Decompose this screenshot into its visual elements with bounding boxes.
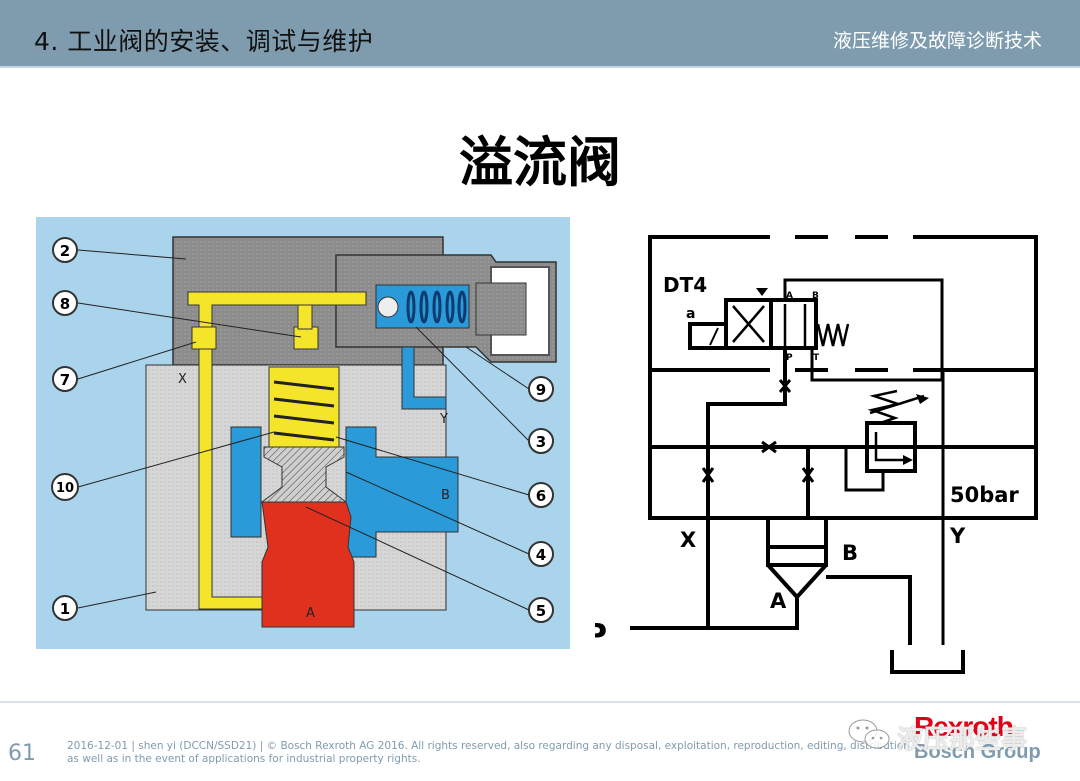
port-a-channel — [261, 501, 355, 628]
pressure-setting: 50bar — [950, 483, 1019, 507]
adjusting-screw — [475, 282, 527, 336]
schematic-label-y: Y — [949, 524, 966, 548]
valve-label: DT4 — [663, 273, 707, 297]
valve-port-p: P — [786, 353, 793, 363]
label-x: X — [178, 372, 187, 387]
pilot-spring — [406, 290, 467, 324]
frame-top-left — [648, 235, 770, 370]
copyright-line-2: as well as in the event of applications … — [67, 753, 421, 765]
callout-5: 5 — [305, 506, 554, 623]
svg-text:4: 4 — [536, 546, 546, 564]
label-a: A — [306, 606, 315, 621]
label-b: B — [441, 488, 450, 503]
callout-4: 4 — [345, 471, 554, 567]
main-spring — [273, 380, 335, 442]
callout-1: 1 — [52, 591, 157, 621]
callout-7: 7 — [52, 341, 197, 392]
svg-text:3: 3 — [536, 433, 546, 451]
callout-3: 3 — [415, 326, 554, 454]
course-title: 液压维修及故障诊断技术 — [832, 30, 1042, 52]
copyright-line-1: 2016-12-01 | shen yi (DCCN/SSD21) | © Bo… — [67, 740, 914, 752]
solenoid — [688, 322, 728, 350]
orifice-marks — [701, 379, 815, 483]
callout-2: 2 — [52, 237, 187, 263]
schematic-label-b: B — [842, 541, 858, 565]
main-stage — [766, 518, 828, 567]
copyright-text: 2016-12-01 | shen yi (DCCN/SSD21) | © Bo… — [67, 740, 913, 766]
callouts: 2 8 7 10 1 9 3 6 4 5 — [51, 237, 554, 623]
svg-text:9: 9 — [536, 381, 546, 399]
bosch-group-wordmark: Bosch Group — [914, 741, 1041, 763]
callout-9: 9 — [465, 346, 554, 402]
callout-6: 6 — [335, 436, 554, 508]
svg-text:8: 8 — [60, 295, 70, 313]
schematic-label-p: P — [595, 618, 607, 653]
svg-text:6: 6 — [536, 487, 546, 505]
main-block — [648, 370, 1036, 520]
port-b-channel — [230, 426, 262, 538]
schematic-label-a: A — [770, 589, 787, 613]
schematic-label-x: X — [680, 528, 696, 552]
svg-text:5: 5 — [536, 602, 546, 620]
solenoid-label: a — [686, 306, 695, 322]
slide-title: 溢流阀 — [459, 130, 621, 194]
frame-top-right — [913, 235, 1038, 520]
valve-port-a: A — [786, 291, 793, 301]
pilot-relief-valve — [865, 421, 917, 473]
y-drain-channel — [401, 346, 447, 410]
bosch-rexroth-logo: Rexroth Bosch Group — [914, 712, 1064, 772]
valve-box-straight — [769, 298, 818, 350]
svg-text:2: 2 — [60, 242, 70, 260]
relief-valve-schematic: DT4 a A B P T 50bar X Y B A P — [595, 235, 1038, 674]
callout-8: 8 — [52, 290, 302, 338]
wechat-watermark: 液压那些事 — [845, 715, 1060, 755]
callout-10: 10 — [51, 431, 275, 501]
header-bar: 4. 工业阀的安装、调试与维护 液压维修及故障诊断技术 — [0, 0, 1080, 68]
valve-port-t: T — [813, 353, 820, 363]
section-title: 4. 工业阀的安装、调试与维护 — [34, 27, 374, 56]
orifice-7 — [191, 326, 217, 350]
label-y: Y — [439, 412, 448, 427]
pilot-ball — [377, 296, 399, 318]
tank — [890, 650, 965, 674]
wechat-icon — [848, 719, 890, 749]
relief-valve-sectional-drawing: 2 8 7 10 1 9 3 6 4 5 X Y B A — [36, 217, 570, 649]
watermark-text: 液压那些事 — [897, 725, 1028, 755]
orifice-8 — [293, 326, 319, 350]
page-number: 61 — [8, 741, 36, 766]
svg-text:10: 10 — [56, 481, 74, 496]
valve-spring — [816, 323, 850, 347]
rexroth-wordmark: Rexroth — [914, 711, 1014, 742]
svg-text:7: 7 — [60, 371, 70, 389]
footer-divider — [0, 701, 1080, 703]
svg-text:1: 1 — [60, 600, 70, 618]
valve-port-b: B — [812, 291, 819, 301]
